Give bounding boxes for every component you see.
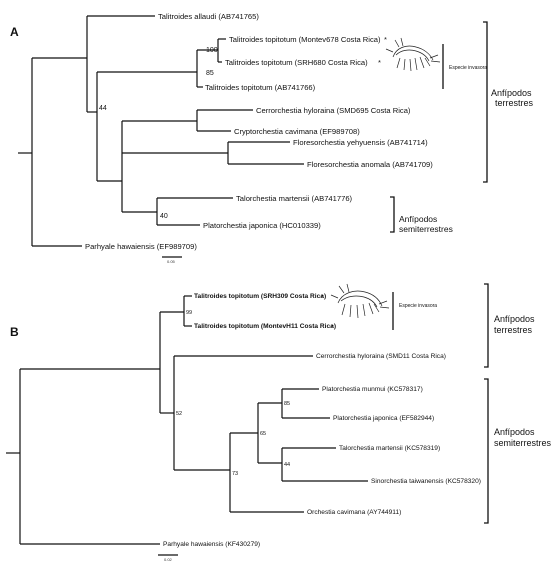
invasive-asterisk: * bbox=[331, 324, 334, 331]
invasive-asterisk: * bbox=[378, 58, 381, 67]
bracket-semiterrestrial bbox=[390, 196, 395, 233]
group-label-line2: semiterrestres bbox=[494, 438, 552, 448]
bootstrap-value: 85 bbox=[206, 70, 214, 77]
panel-a-label: A bbox=[10, 25, 19, 39]
taxon-label: Platorchestia japonica (EF582944) bbox=[333, 415, 434, 422]
taxon-label: Cryptorchestia cavimana (EF989708) bbox=[234, 127, 360, 136]
group-label-line1: Anfípodos bbox=[494, 314, 535, 324]
taxon-label: Orchestia cavimana (AY744911) bbox=[307, 509, 401, 516]
bootstrap-value: 44 bbox=[99, 105, 107, 112]
bootstrap-value: 52 bbox=[176, 411, 182, 417]
bracket-semiterrestrial bbox=[484, 378, 489, 524]
taxon-label: Floresorchestia yehyuensis (AB741714) bbox=[293, 138, 428, 147]
taxon-label: Parhyale hawaiensis (KF430279) bbox=[163, 541, 260, 548]
invasive-asterisk: * bbox=[321, 294, 324, 301]
panel-b-label: B bbox=[10, 325, 19, 339]
taxon-label: Talitroides topitotum (SRH680 Costa Rica… bbox=[225, 58, 368, 67]
bracket-terrestrial bbox=[484, 283, 489, 368]
group-label-line1: Anfípodos bbox=[491, 88, 532, 98]
taxon-label: Talorchestia martensii (AB741776) bbox=[236, 194, 353, 203]
invasive-asterisk: * bbox=[384, 35, 387, 44]
taxon-label: Sinorchestia taiwanensis (KC578320) bbox=[371, 478, 481, 485]
taxon-label: Talitroides topitotum (AB741766) bbox=[205, 83, 316, 92]
group-label-line1: Anfípodos bbox=[399, 214, 437, 224]
group-label-line2: terrestres bbox=[494, 325, 533, 335]
taxon-label: Cerrorchestia hyloraina (SMD695 Costa Ri… bbox=[256, 106, 411, 115]
panel-a-tree bbox=[18, 15, 304, 247]
bootstrap-value: 85 bbox=[284, 401, 290, 407]
taxon-label: Talitroides allaudi (AB741765) bbox=[158, 12, 259, 21]
bootstrap-value: 40 bbox=[160, 213, 168, 220]
taxon-label: Talitroides topitotum (MontevH11 Costa R… bbox=[194, 323, 336, 330]
invasive-label: Especie invasora bbox=[449, 65, 487, 71]
taxon-label: Platorchestia japonica (HC010339) bbox=[203, 221, 321, 230]
taxon-label: Talorchestia martensii (KC578319) bbox=[339, 445, 440, 452]
taxon-label: Talitroides topitotum (SRH309 Costa Rica… bbox=[194, 293, 326, 300]
group-label-line2: terrestres bbox=[495, 98, 534, 108]
bracket-terrestrial bbox=[483, 21, 488, 183]
bootstrap-value: 99 bbox=[186, 310, 192, 316]
taxon-label: Platorchestia munmui (KC578317) bbox=[322, 386, 423, 393]
scale-label: 0.02 bbox=[164, 557, 173, 562]
amphipod-illustration bbox=[330, 283, 390, 319]
bootstrap-value: 65 bbox=[260, 431, 266, 437]
taxon-label: Cerrorchestia hyloraina (SMD11 Costa Ric… bbox=[316, 353, 446, 360]
scale-label: 0.05 bbox=[167, 259, 176, 264]
bootstrap-value: 100 bbox=[206, 47, 218, 54]
invasive-label: Especie invasora bbox=[399, 303, 437, 309]
taxon-label: Talitroides topitotum (Montev678 Costa R… bbox=[229, 35, 381, 44]
panel-b-tree bbox=[6, 295, 368, 545]
group-label-line1: Anfípodos bbox=[494, 427, 535, 437]
panel-b: B Ta bbox=[6, 283, 552, 562]
bootstrap-value: 44 bbox=[284, 462, 290, 468]
group-label-line2: semiterrestres bbox=[399, 224, 453, 234]
taxon-label: Parhyale hawaiensis (EF989709) bbox=[85, 242, 197, 251]
amphipod-illustration bbox=[385, 37, 441, 72]
taxon-label: Floresorchestia anomala (AB741709) bbox=[307, 160, 433, 169]
panel-a: A bbox=[10, 12, 534, 264]
bootstrap-value: 73 bbox=[232, 471, 238, 477]
